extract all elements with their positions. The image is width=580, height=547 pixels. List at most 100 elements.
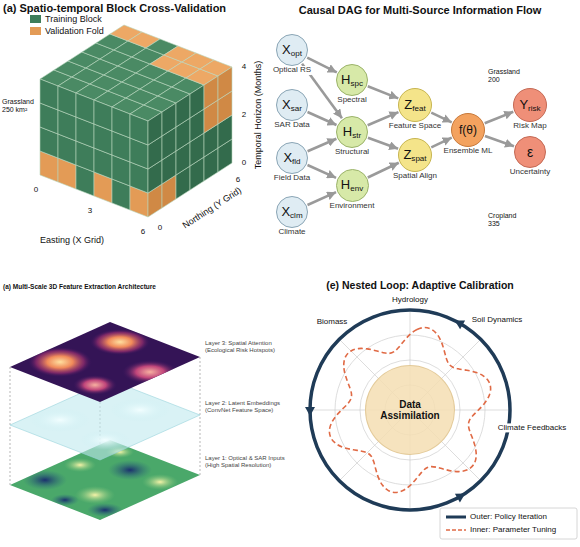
cube-cell [130, 114, 148, 145]
causal-arrow [368, 138, 398, 149]
node-caption: Optical RS [272, 66, 312, 75]
annotation: Easting (X Grid) [40, 235, 104, 245]
dag-node: εUncertainty [514, 136, 546, 168]
inner-loop [329, 328, 490, 493]
cube-cell [162, 103, 176, 136]
annotation: Soil Dynamics [472, 315, 523, 324]
annotation: Grassland 250 km² [2, 98, 46, 114]
dag-node: HspcSpectral [336, 64, 368, 96]
cube-cell [176, 94, 190, 127]
legend-box [440, 508, 577, 539]
causal-arrow [485, 136, 514, 146]
hub-circle: Data Assimilation [365, 365, 455, 455]
node-symbol: Xopt [282, 42, 302, 58]
annotation: Layer 1: Optical & SAR Inputs (High Spat… [205, 455, 297, 469]
annotation: 4 [242, 62, 246, 71]
outer-loop [310, 310, 510, 510]
node-symbol: f(θ) [459, 123, 477, 137]
node-symbol: Hspc [341, 72, 363, 88]
node-caption: Ensemble ML [443, 147, 494, 156]
dag-node: XsarSAR Data [276, 89, 308, 121]
dag-node: HstrStructural [336, 116, 368, 148]
legend-text: Outer: Policy Iteration [470, 512, 547, 521]
node-symbol: ε [527, 144, 533, 160]
node-caption: Spectral [336, 96, 367, 105]
legend-swatch [30, 27, 41, 35]
cube-cell [58, 86, 76, 117]
node-symbol: Zspat [403, 147, 426, 163]
legend-text: Inner: Parameter Tuning [470, 525, 556, 534]
causal-arrow [308, 165, 337, 178]
panel-title: (a) Spatio-temporal Block Cross-Validati… [3, 2, 226, 15]
dag-node: XclmClimate [276, 196, 308, 228]
node-symbol: Xfld [283, 150, 300, 166]
dag-node: XfldField Data [276, 142, 308, 174]
node-caption: Environment [329, 202, 376, 211]
cube-cell [112, 107, 130, 138]
attention-layer [10, 322, 200, 402]
node-caption: Spatial Align [392, 172, 438, 181]
node-caption: Field Data [273, 174, 311, 183]
legend-entry: Outer: Policy Iteration [470, 512, 547, 521]
block-cube [40, 25, 232, 217]
cube-cell [190, 85, 204, 118]
legend-text: Validation Fold [45, 26, 104, 36]
polar-plot [305, 310, 510, 510]
dag-node: ZfeatFeature Space [398, 88, 432, 122]
annotation: 0 [242, 158, 246, 167]
cube-cell [148, 112, 162, 145]
annotation: 2 [242, 110, 246, 119]
annotation: 0 [158, 223, 162, 232]
node-caption: Risk Map [512, 122, 547, 131]
node-symbol: Data Assimilation [372, 399, 448, 421]
causal-arrow [485, 112, 514, 124]
annotation: Cropland 335 [488, 212, 526, 228]
cube-cell [76, 93, 94, 124]
node-caption: Climate [277, 228, 306, 237]
node-caption: Structural [334, 148, 370, 157]
dag-node: XoptOptical RS [276, 34, 308, 66]
legend-entry: Validation Fold [30, 26, 104, 36]
dag-node: f(θ)Ensemble ML [451, 113, 485, 147]
node-symbol: Yrisk [519, 97, 540, 113]
annotation: Climate Feedbacks [496, 423, 568, 432]
annotation: Layer 2: Latent Embeddings (ConvNet Feat… [205, 400, 297, 414]
annotation: Temporal Horizon (Months) [253, 61, 263, 170]
dag-node: YriskRisk Map [513, 88, 547, 122]
causal-arrow [431, 113, 451, 123]
node-symbol: Henv [341, 177, 363, 193]
panel-title: Causal DAG for Multi-Source Information … [299, 4, 542, 17]
causal-arrow [431, 138, 451, 148]
node-caption: Feature Space [388, 122, 442, 131]
annotation: Northing (Y Grid) [181, 185, 244, 231]
node-symbol: Xclm [281, 204, 302, 220]
legend-text: Training Block [45, 14, 102, 24]
node-caption: SAR Data [273, 121, 311, 130]
annotation: 3 [88, 206, 92, 215]
node-symbol: Xsar [282, 97, 302, 113]
cube-cell [94, 100, 112, 131]
causal-arrow [308, 112, 337, 125]
legend-entry: Training Block [30, 14, 102, 24]
dag-node: HenvEnvironment [336, 169, 369, 202]
annotation: Layer 3: Spatial Attention (Ecological R… [205, 340, 297, 354]
annotation: Hydrology [392, 295, 428, 304]
annotation: Biomass [317, 317, 348, 326]
legend-swatch [30, 15, 41, 23]
cube-cell [40, 79, 58, 110]
node-symbol: Hstr [343, 124, 361, 140]
annotation: Grassland 200 [488, 68, 526, 84]
cube-cell [218, 67, 232, 100]
annotation: 0 [34, 185, 38, 194]
cube-cell [204, 76, 218, 109]
annotation: 6 [236, 175, 240, 184]
feature-layers [10, 322, 200, 520]
annotation: 6 [141, 227, 145, 236]
panel-title: (e) Nested Loop: Adaptive Calibration [326, 279, 513, 291]
causal-arrow [368, 86, 398, 98]
legend-entry: Inner: Parameter Tuning [470, 525, 556, 534]
node-symbol: Zfeat [404, 97, 425, 113]
dag-node: ZspatSpatial Align [398, 138, 432, 172]
panel-title: (a) Multi-Scale 3D Feature Extraction Ar… [3, 283, 156, 290]
causal-arrow [308, 139, 337, 151]
